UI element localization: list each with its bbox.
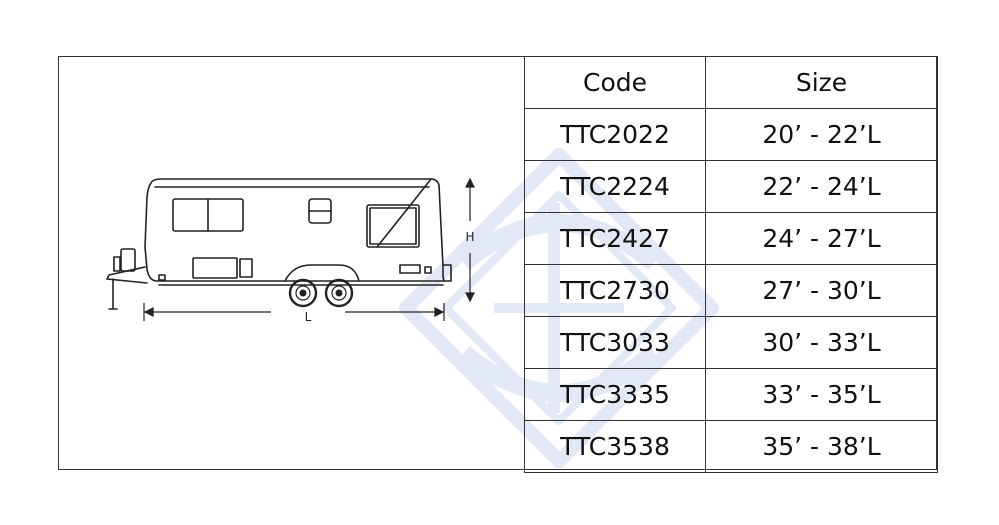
- size-cell: 24’ - 27’L: [705, 211, 938, 265]
- table-row: TTC2730 27’ - 30’L: [524, 263, 938, 317]
- code-cell: TTC3033: [524, 315, 706, 369]
- code-cell: TTC2224: [524, 159, 706, 213]
- storage-door: [192, 257, 238, 279]
- code-cell: TTC2427: [524, 211, 706, 265]
- table-row: TTC2022 20’ - 22’L: [524, 107, 938, 161]
- size-cell: 33’ - 35’L: [705, 367, 938, 421]
- table-row: TTC3538 35’ - 38’L: [524, 419, 938, 473]
- size-cell: 20’ - 22’L: [705, 107, 938, 161]
- size-cell: 35’ - 38’L: [705, 419, 938, 473]
- table-row: TTC3335 33’ - 35’L: [524, 367, 938, 421]
- code-cell: TTC3538: [524, 419, 706, 473]
- size-cell: 22’ - 24’L: [705, 159, 938, 213]
- height-label: H: [465, 230, 474, 244]
- header-code: Code: [524, 55, 706, 109]
- code-cell: TTC2022: [524, 107, 706, 161]
- code-cell: TTC3335: [524, 367, 706, 421]
- propane-tank: [120, 248, 136, 272]
- size-cell: 30’ - 33’L: [705, 315, 938, 369]
- table-row: TTC2224 22’ - 24’L: [524, 159, 938, 213]
- table-header-row: Code Size: [524, 55, 938, 109]
- size-cell: 27’ - 30’L: [705, 263, 938, 317]
- trailer-illustration: H L: [106, 177, 475, 324]
- product-size-chart: H L Code Size TTC2022 20’ - 22’L TTC2224…: [58, 55, 938, 473]
- length-dimension: [143, 303, 445, 321]
- header-size: Size: [705, 55, 938, 109]
- code-cell: TTC2730: [524, 263, 706, 317]
- tongue-jack: [108, 278, 118, 310]
- trailer-body: [144, 178, 445, 282]
- length-label: L: [305, 310, 312, 324]
- table-row: TTC2427 24’ - 27’L: [524, 211, 938, 265]
- wheels: [288, 278, 354, 308]
- size-table: Code Size TTC2022 20’ - 22’L TTC2224 22’…: [524, 55, 938, 473]
- table-row: TTC3033 30’ - 33’L: [524, 315, 938, 369]
